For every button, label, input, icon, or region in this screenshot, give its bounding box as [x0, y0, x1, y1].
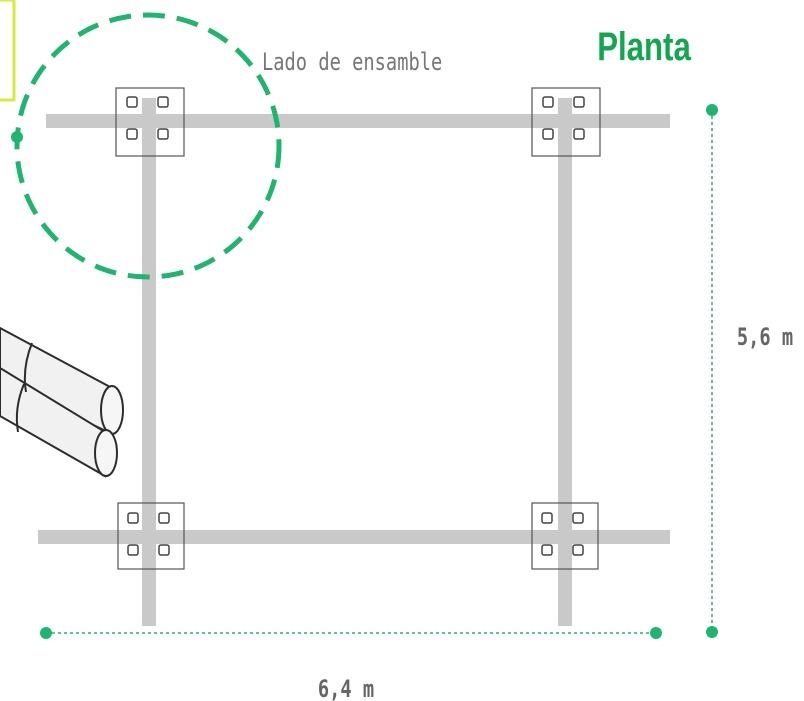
beam-left: [142, 98, 156, 626]
width-dimension-end-right: [650, 627, 662, 639]
height-dimension-end-top: [706, 104, 718, 116]
beam-bottom: [38, 530, 670, 544]
base-plate-bottom-left: [117, 502, 185, 570]
frame-beams: [38, 98, 670, 626]
corner-edge-mark: [0, 0, 16, 102]
assembly-side-label: Lado de ensamble: [262, 49, 442, 77]
height-dimension-label: 5,6 m: [737, 324, 793, 352]
pipes-icon: [0, 326, 124, 478]
page-title: Planta: [597, 24, 692, 69]
base-plate-bottom-right: [531, 502, 599, 570]
assembly-side-dot: [11, 131, 23, 143]
width-dimension-label: 6,4 m: [318, 676, 374, 701]
beam-top: [46, 114, 670, 128]
height-dimension-end-bottom: [706, 626, 718, 638]
assembly-side-circle: [14, 12, 282, 280]
beam-right: [558, 98, 572, 626]
base-plate-top-right: [531, 87, 601, 157]
base-plate-top-left: [115, 87, 185, 157]
width-dimension-end-left: [40, 627, 52, 639]
